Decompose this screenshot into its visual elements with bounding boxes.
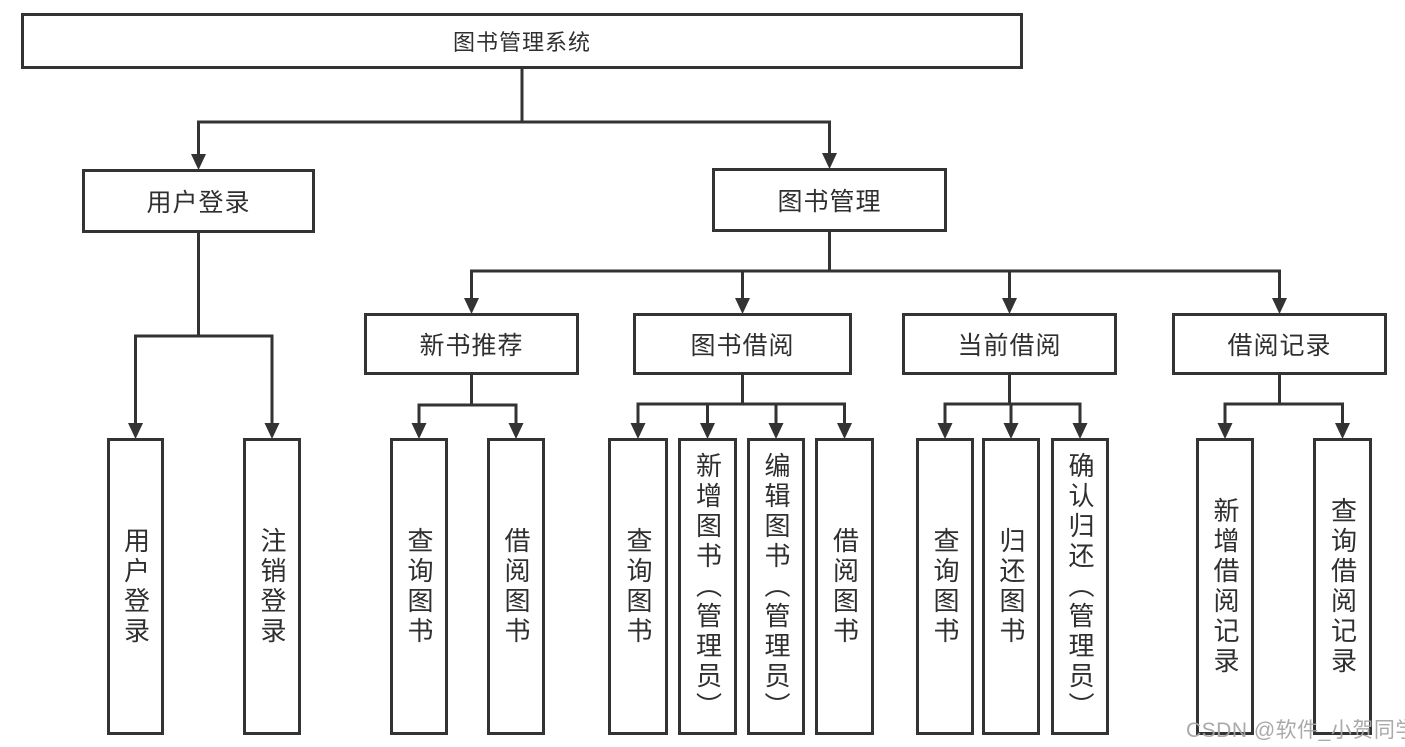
node-label: 当前借阅 <box>957 332 1062 360</box>
diagram-node-leaf-cb-return: 归还图书 <box>982 438 1040 735</box>
diagram-node-book-borrow: 图书借阅 <box>633 313 852 375</box>
diagram-node-leaf-user-login: 用户登录 <box>107 438 164 735</box>
node-label: 注销登录 <box>257 526 287 647</box>
arrowhead-icon <box>1272 298 1287 314</box>
diagram-node-leaf-bb-borrow: 借阅图书 <box>815 438 874 735</box>
node-label: 新增图书（管理员） <box>692 451 723 722</box>
diagram-node-book-mgmt: 图书管理 <box>712 168 947 232</box>
diagram-node-current-borrow: 当前借阅 <box>902 313 1117 375</box>
diagram-node-borrow-records: 借阅记录 <box>1172 313 1387 375</box>
diagram-node-root: 图书管理系统 <box>21 13 1023 69</box>
diagram-node-leaf-logout: 注销登录 <box>243 438 301 735</box>
node-label: 图书管理系统 <box>452 30 591 55</box>
diagram-node-leaf-rec-query: 查询图书 <box>390 438 448 735</box>
arrowhead-icon <box>630 423 646 439</box>
diagram-node-leaf-cb-confirm: 确认归还（管理员） <box>1051 438 1109 735</box>
arrowhead-icon <box>837 423 852 439</box>
node-label: 查询图书 <box>623 526 653 647</box>
node-label: 查询图书 <box>930 526 960 647</box>
node-label: 新增借阅记录 <box>1210 496 1240 677</box>
arrowhead-icon <box>1072 423 1088 439</box>
arrowhead-icon <box>191 154 206 170</box>
arrowhead-icon <box>128 423 143 439</box>
arrowhead-icon <box>1003 423 1019 439</box>
node-label: 借阅记录 <box>1227 332 1332 360</box>
node-label: 查询图书 <box>404 526 434 647</box>
arrowhead-icon <box>508 423 524 439</box>
arrowhead-icon <box>411 423 427 439</box>
arrowhead-icon <box>822 153 837 169</box>
arrowhead-icon <box>768 423 784 439</box>
arrowhead-icon <box>937 423 953 439</box>
diagram-node-leaf-cb-query: 查询图书 <box>916 438 974 735</box>
node-label: 借阅图书 <box>829 526 860 647</box>
arrowhead-icon <box>1217 423 1233 439</box>
diagram-node-leaf-rec-borrow: 借阅图书 <box>487 438 545 735</box>
diagram-node-leaf-br-add: 新增借阅记录 <box>1196 438 1254 735</box>
csdn-watermark: CSDN @软件_小贺同学 <box>1186 719 1405 742</box>
node-label: 用户登录 <box>120 526 151 647</box>
arrowhead-icon <box>1335 423 1350 439</box>
node-label: 借阅图书 <box>501 526 531 647</box>
node-label: 确认归还（管理员） <box>1065 451 1095 722</box>
diagram-node-leaf-br-query: 查询借阅记录 <box>1313 438 1372 735</box>
node-label: 编辑图书（管理员） <box>761 451 791 722</box>
diagram-node-leaf-bb-query: 查询图书 <box>608 438 668 735</box>
diagram-node-user-login: 用户登录 <box>82 169 315 233</box>
node-label: 新书推荐 <box>419 332 524 360</box>
diagram-node-leaf-bb-add: 新增图书（管理员） <box>678 438 737 735</box>
arrowhead-icon <box>264 423 280 439</box>
node-label: 图书借阅 <box>690 332 795 360</box>
node-label: 查询借阅记录 <box>1327 496 1358 677</box>
arrowhead-icon <box>464 298 479 314</box>
diagram-node-new-book-rec: 新书推荐 <box>364 313 579 375</box>
node-label: 用户登录 <box>146 189 251 217</box>
node-label: 图书管理 <box>777 188 882 216</box>
arrowhead-icon <box>1002 298 1017 314</box>
arrowhead-icon <box>735 298 750 314</box>
arrowhead-icon <box>700 423 715 439</box>
diagram-node-leaf-bb-edit: 编辑图书（管理员） <box>747 438 805 735</box>
node-label: 归还图书 <box>996 526 1026 647</box>
